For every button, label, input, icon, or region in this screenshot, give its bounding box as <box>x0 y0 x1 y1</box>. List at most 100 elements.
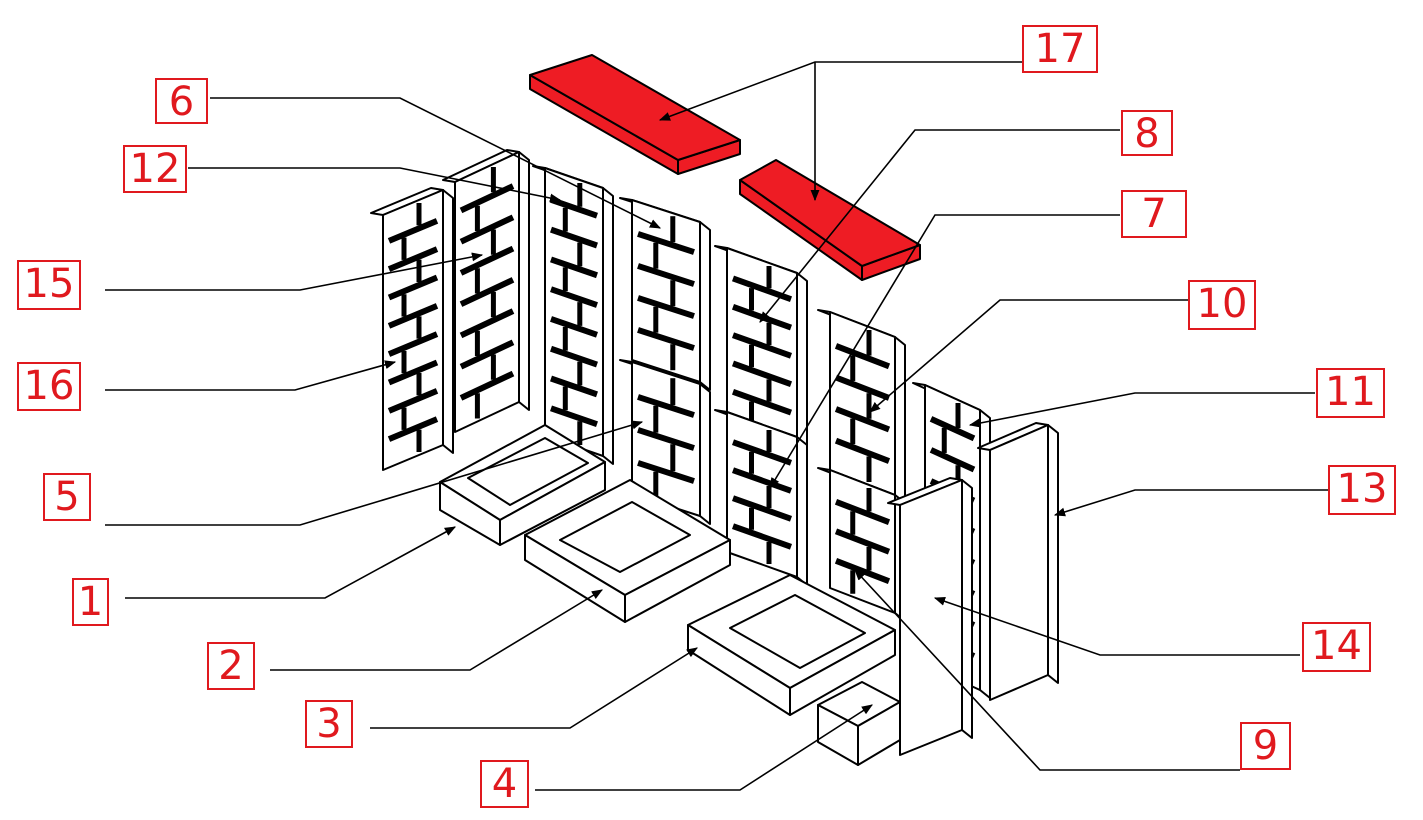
leader-line <box>854 569 1240 771</box>
part-label-4: 4 <box>480 760 529 808</box>
part-label-13: 13 <box>1328 465 1396 515</box>
brick-panel-6 <box>619 197 711 391</box>
brick-panel-16-face <box>442 189 454 454</box>
leader-line <box>105 420 644 526</box>
brick-panel-12-mortar <box>550 316 598 338</box>
brick-panel-7-face <box>796 436 808 586</box>
part-label-9: 9 <box>1240 722 1291 770</box>
leader-line <box>968 392 1315 428</box>
brick-panel-16 <box>370 187 454 471</box>
brick-panel-6-mortar <box>637 327 695 351</box>
leader-line <box>769 214 1120 489</box>
brick-panel-12-face <box>544 167 604 457</box>
part-label-8: 8 <box>1121 110 1173 156</box>
brick-panel-15-mortar <box>459 339 515 370</box>
leader-line <box>210 97 662 229</box>
brick-panel-7-mortar <box>731 467 793 494</box>
brick-panel-7-mortar <box>731 439 793 466</box>
leader-line <box>270 589 603 671</box>
brick-panel-6-face <box>699 221 711 391</box>
brick-panel-10-face <box>894 336 906 504</box>
brick-panel-12-mortar <box>550 197 598 219</box>
base-piece-2-side <box>624 539 731 623</box>
brick-panel-16-mortar <box>387 274 439 301</box>
leader-line <box>658 61 1022 121</box>
brick-panel-5-mortar <box>637 427 695 451</box>
leader-line <box>125 526 456 599</box>
brick-panel-11-mortar <box>929 416 976 442</box>
leader-line <box>535 704 873 791</box>
brick-panel-6-mortar <box>637 263 695 287</box>
side-panel-13 <box>977 422 1059 701</box>
part-label-11: 11 <box>1316 368 1385 418</box>
brick-panel-16-mortar <box>387 331 439 357</box>
brick-panel-9-mortar <box>834 499 891 525</box>
side-panel-13-face <box>989 424 1049 701</box>
brick-panel-5-face <box>699 383 711 525</box>
top-slab-2-top <box>739 159 921 267</box>
brick-panel-15-mortar <box>459 370 515 401</box>
base-piece-3-side <box>789 629 896 716</box>
part-label-14: 14 <box>1302 622 1371 672</box>
brick-panel-8-mortar <box>731 360 793 388</box>
brick-panel-16-face <box>382 189 444 471</box>
brick-panel-12-face <box>602 187 614 465</box>
brick-panel-7 <box>714 409 808 586</box>
brick-panel-5-mortar <box>637 394 695 418</box>
brick-panel-10-mortar <box>834 374 891 401</box>
brick-panel-15-mortar <box>459 245 515 276</box>
part-label-6: 6 <box>155 78 208 124</box>
brick-panel-6-mortar <box>637 295 695 319</box>
brick-panel-15-face <box>518 151 530 411</box>
brick-panel-15-mortar <box>459 277 515 307</box>
base-piece-1-side <box>499 461 606 546</box>
leader-line <box>188 167 562 203</box>
part-label-1: 1 <box>72 578 109 626</box>
brick-panel-10-mortar <box>834 406 891 433</box>
brick-panel-10 <box>817 309 906 504</box>
brick-panel-12-mortar <box>550 256 598 279</box>
brick-panel-7-mortar <box>731 495 793 522</box>
brick-panel-12-mortar <box>550 375 598 398</box>
brick-panel-8-face <box>796 272 808 452</box>
brick-panel-12-mortar <box>550 286 598 308</box>
brick-panel-10-mortar <box>834 437 891 464</box>
brick-panel-12-mortar <box>550 226 598 249</box>
side-panel-14-face <box>899 479 963 756</box>
brick-panel-16-mortar <box>387 246 439 272</box>
brick-panel-8-mortar <box>731 388 793 416</box>
base-piece-3-tray <box>729 594 866 669</box>
leader-line <box>370 647 698 729</box>
base-piece-4-side <box>857 701 901 766</box>
brick-panel-6-mortar <box>637 231 695 255</box>
top-slab-1-top <box>529 54 741 161</box>
base-piece-2-tray <box>559 501 691 573</box>
brick-panel-5 <box>619 359 711 525</box>
brick-panel-8-mortar <box>731 332 793 359</box>
brick-panel-12 <box>532 165 614 465</box>
brick-panel-16-mortar <box>387 303 439 329</box>
brick-panel-6-face <box>631 199 701 383</box>
part-label-3: 3 <box>305 700 353 748</box>
part-label-5: 5 <box>43 473 91 521</box>
part-label-10: 10 <box>1188 280 1256 330</box>
brick-panel-10-mortar <box>834 343 891 370</box>
part-label-7: 7 <box>1121 190 1187 238</box>
brick-panel-12-mortar <box>550 405 598 427</box>
leader-line <box>759 129 1120 323</box>
brick-panel-5-mortar <box>637 460 695 484</box>
brick-panel-15-mortar <box>459 214 515 245</box>
brick-panel-7-mortar <box>731 523 793 550</box>
brick-panel-7-face <box>726 411 798 578</box>
brick-panel-16-mortar <box>387 388 439 414</box>
brick-panel-15 <box>442 149 530 433</box>
brick-panel-11-face <box>979 409 991 699</box>
part-label-15: 15 <box>17 260 81 310</box>
brick-panel-12-mortar <box>550 345 598 368</box>
brick-panel-11-mortar <box>929 447 976 473</box>
leader-line <box>933 597 1300 656</box>
leader-line <box>869 299 1188 413</box>
leader-line <box>1053 489 1328 517</box>
